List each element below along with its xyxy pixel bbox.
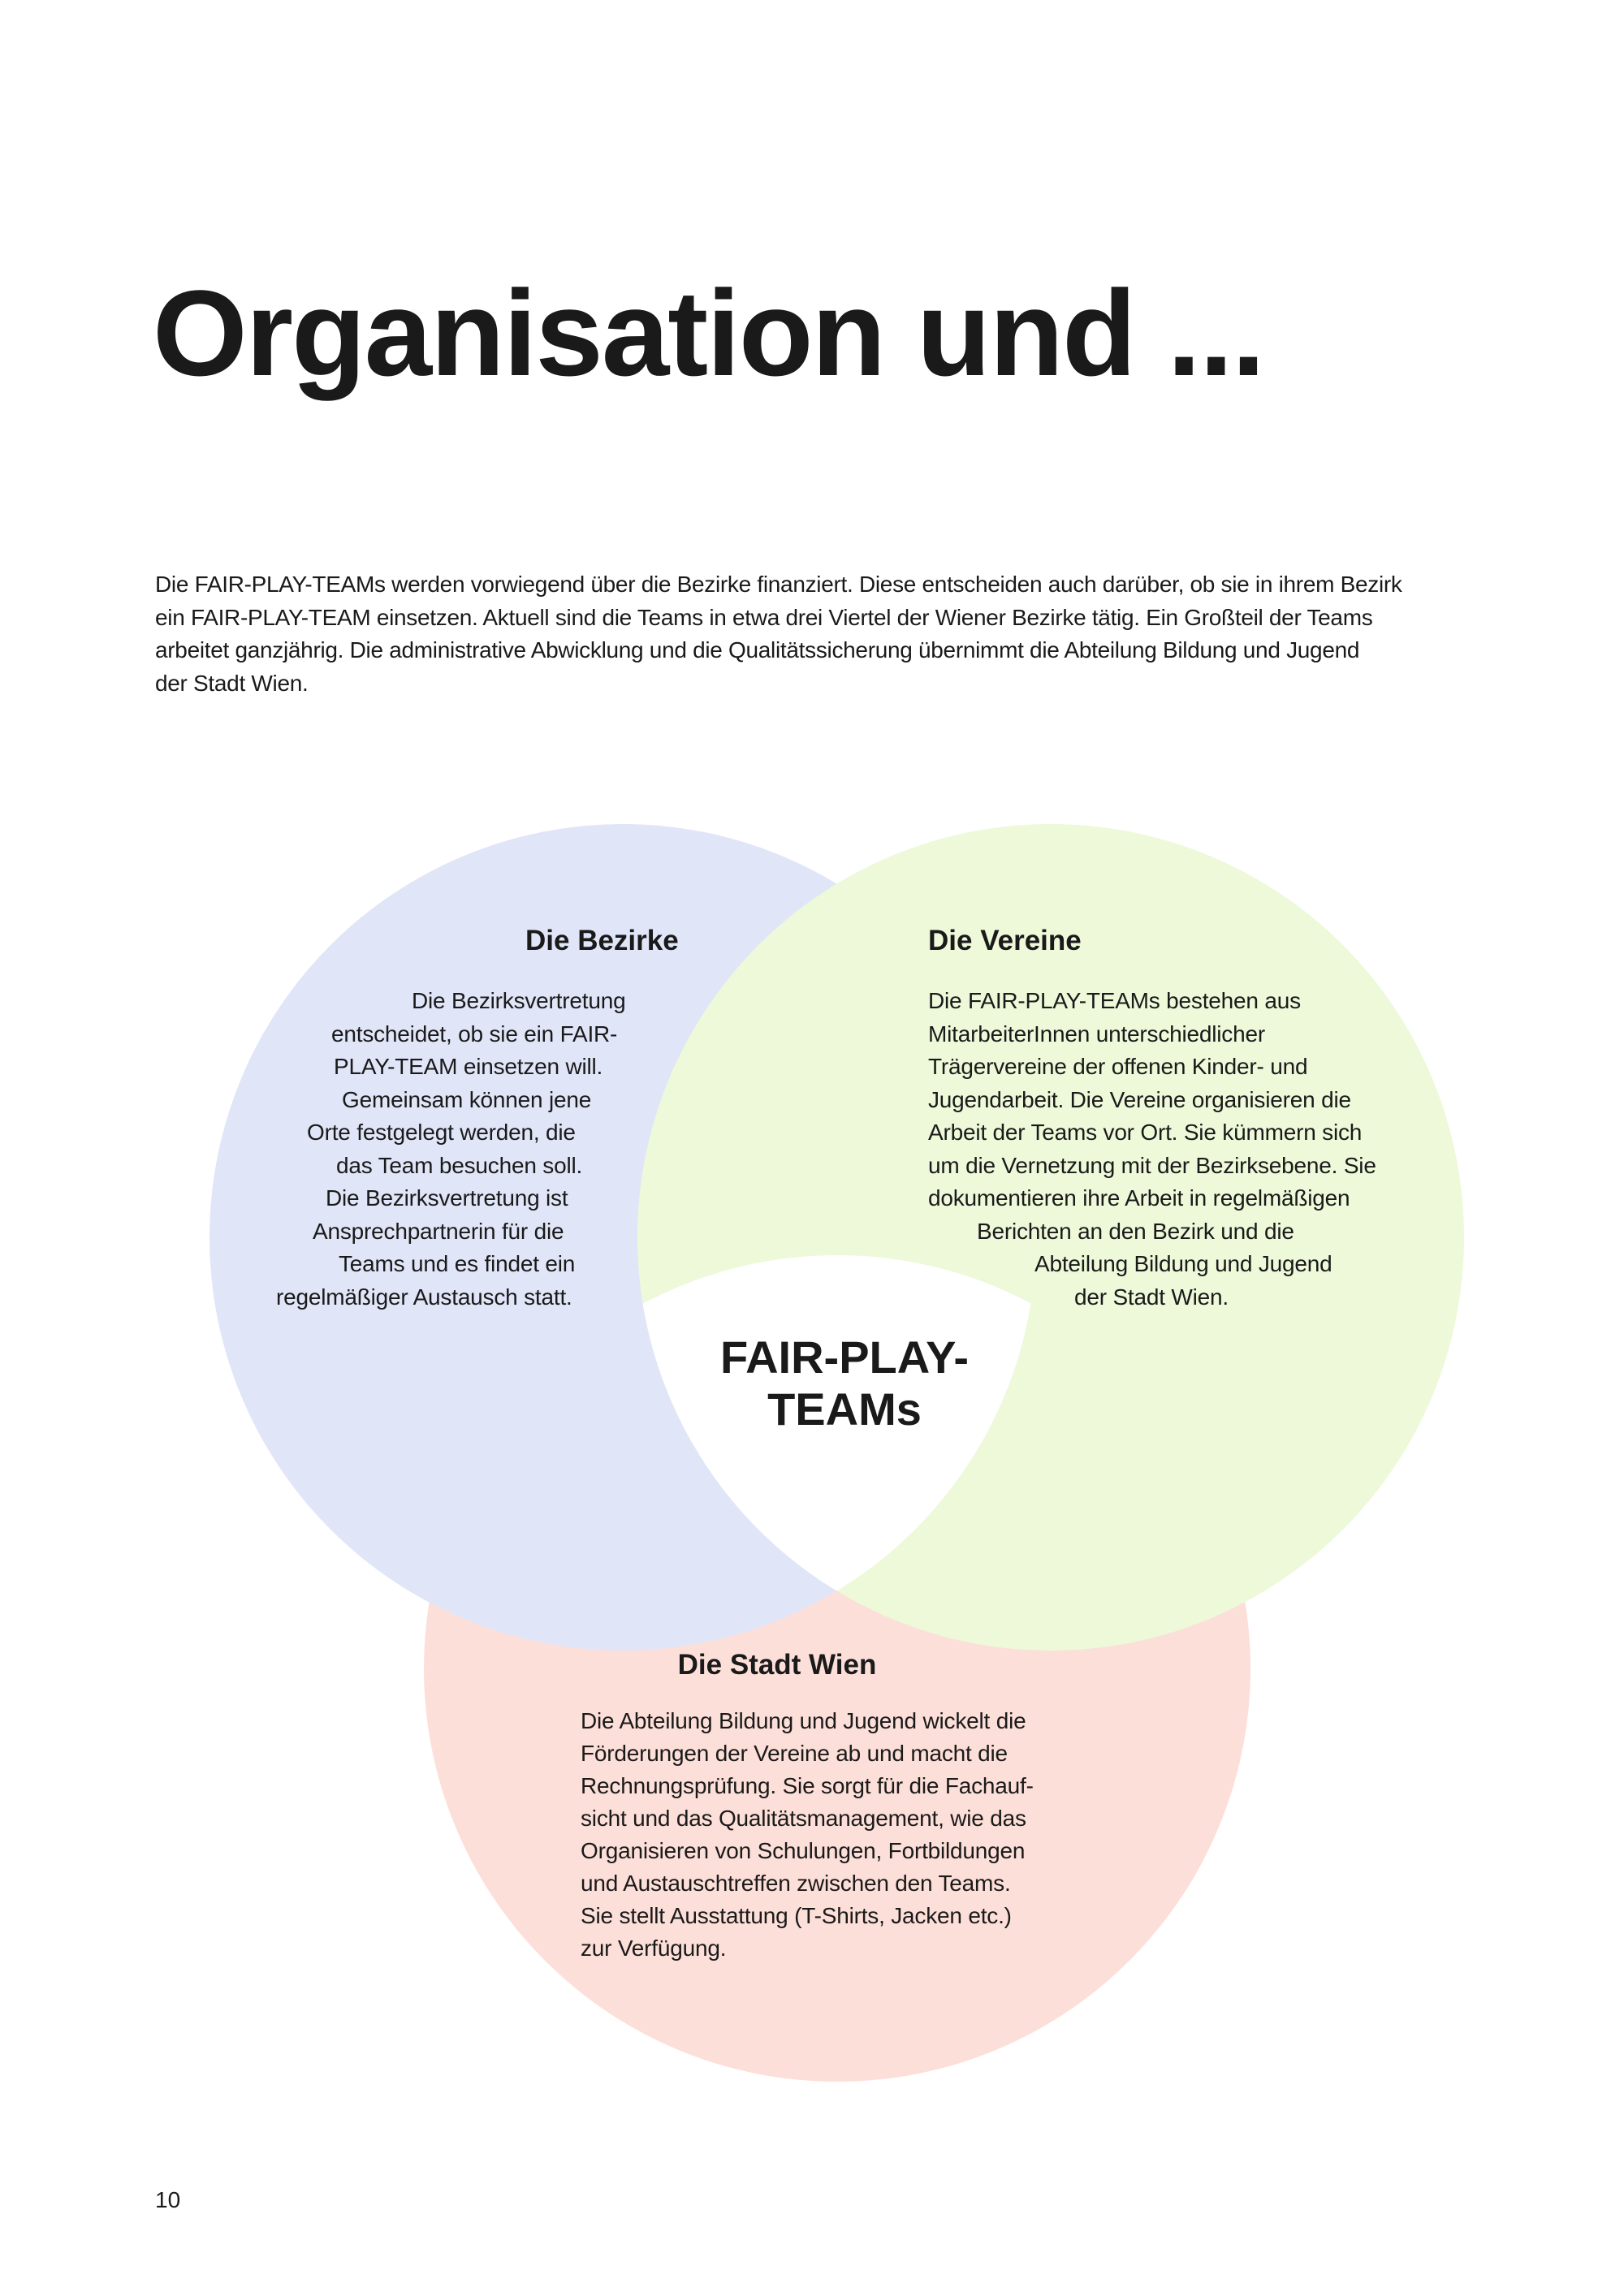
intro-paragraph: Die FAIR-PLAY-TEAMs werden vorwiegend üb…: [155, 568, 1503, 700]
stadt-line: und Austauschtreffen zwischen den Teams.: [581, 1871, 1011, 1896]
vereine-line: Die FAIR-PLAY-TEAMs bestehen aus: [928, 988, 1301, 1013]
page-title: Organisation und ...: [153, 265, 1265, 401]
vereine-line: Trägervereine der offenen Kinder- und: [928, 1054, 1308, 1079]
intro-line: arbeitet ganzjährig. Die administrative …: [155, 637, 1360, 662]
vereine-line: dokumentieren ihre Arbeit in regelmäßige…: [928, 1185, 1350, 1211]
stadt-line: Organisieren von Schulungen, Fortbildung…: [581, 1838, 1026, 1863]
bezirke-line: PLAY-TEAM einsetzen will.: [334, 1054, 603, 1079]
center-label-line: TEAMs: [767, 1383, 922, 1435]
vereine-line: Berichten an den Bezirk und die: [977, 1219, 1294, 1244]
bezirke-line: Die Bezirksvertretung: [412, 988, 626, 1013]
stadt-line: sicht und das Qualitätsmanagement, wie d…: [581, 1806, 1026, 1831]
vereine-line: Arbeit der Teams vor Ort. Sie kümmern si…: [928, 1120, 1363, 1145]
bezirke-line: Die Bezirksvertretung ist: [326, 1185, 568, 1211]
vereine-line: MitarbeiterInnen unterschiedlicher: [928, 1021, 1265, 1047]
vereine-line: Abteilung Bildung und Jugend: [1034, 1251, 1332, 1276]
bezirke-line: regelmäßiger Austausch statt.: [276, 1284, 572, 1310]
page-number: 10: [155, 2187, 181, 2212]
bezirke-line: Teams und es findet ein: [339, 1251, 576, 1276]
intro-line: Die FAIR-PLAY-TEAMs werden vorwiegend üb…: [155, 572, 1402, 597]
stadt-line: zur Verfügung.: [581, 1936, 727, 1961]
vereine-line: Jugendarbeit. Die Vereine organisieren d…: [928, 1087, 1351, 1112]
bezirke-line: entscheidet, ob sie ein FAIR-: [331, 1021, 618, 1047]
stadt-line: Die Abteilung Bildung und Jugend wickelt…: [581, 1708, 1026, 1733]
stadt-line: Sie stellt Ausstattung (T-Shirts, Jacken…: [581, 1903, 1012, 1928]
vereine-line: der Stadt Wien.: [1074, 1284, 1229, 1310]
intro-line: ein FAIR-PLAY-TEAM einsetzen. Aktuell si…: [155, 604, 1373, 630]
vereine-line: um die Vernetzung mit der Bezirksebene. …: [928, 1153, 1376, 1178]
bezirke-line: Ansprechpartnerin für die: [313, 1219, 564, 1244]
bezirke-line: das Team besuchen soll.: [336, 1153, 583, 1178]
center-label: FAIR-PLAY- TEAMs: [682, 1331, 1007, 1435]
stadt-line: Förderungen der Vereine ab und macht die: [581, 1741, 1008, 1766]
stadt-heading: Die Stadt Wien: [677, 1649, 877, 1681]
stadt-line: Rechnungsprüfung. Sie sorgt für die Fach…: [581, 1773, 1034, 1798]
bezirke-heading: Die Bezirke: [525, 925, 679, 956]
bezirke-line: Orte festgelegt werden, die: [307, 1120, 576, 1145]
bezirke-line: Gemeinsam können jene: [342, 1087, 592, 1112]
intro-line: der Stadt Wien.: [155, 670, 309, 696]
vereine-heading: Die Vereine: [928, 925, 1082, 956]
center-label-line: FAIR-PLAY-: [720, 1331, 969, 1383]
